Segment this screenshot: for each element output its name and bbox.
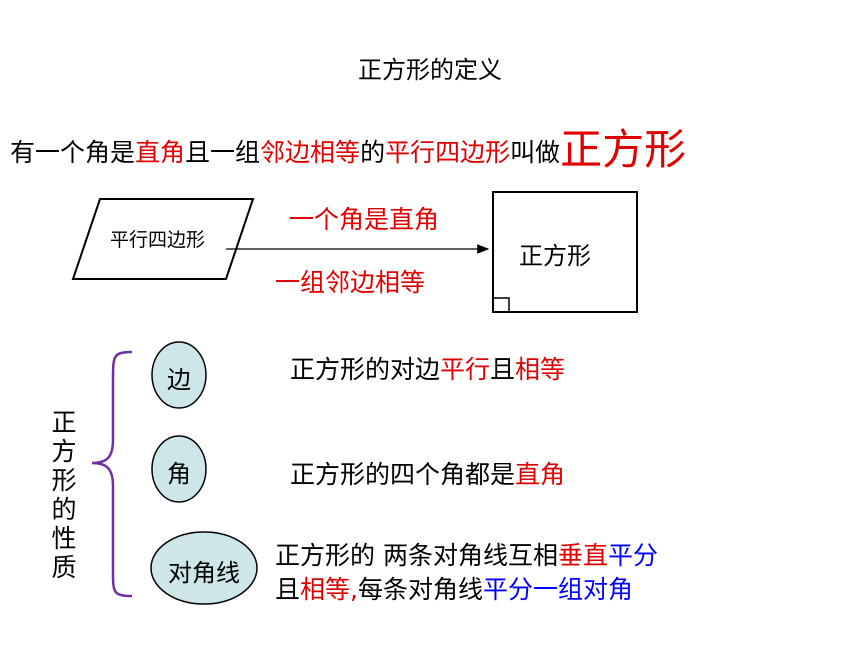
property-keyword: 相等,	[300, 575, 358, 604]
property-text: 正方形的 两条对角线互相	[275, 541, 558, 570]
property-sides: 正方形的对边平行且相等	[290, 350, 565, 386]
oval-angles	[151, 435, 207, 503]
definition-line: 有一个角是直角且一组邻边相等的平行四边形叫做正方形	[10, 116, 686, 177]
property-keyword: 直角	[515, 460, 566, 489]
vertical-char: 性	[51, 524, 77, 553]
square-label: 正方形	[519, 242, 591, 270]
property-keyword: 垂直	[557, 541, 608, 570]
property-text: 正方形的四个角都是	[290, 460, 516, 489]
definition-part: 有一个角是	[10, 138, 136, 167]
square-shape	[492, 191, 638, 313]
property-text: 每条对角线	[357, 575, 483, 604]
page-title: 正方形的定义	[358, 56, 502, 84]
property-keyword: 平行	[440, 355, 491, 384]
property-text: 且	[275, 575, 301, 604]
property-keyword: 相等	[515, 355, 566, 384]
condition-right-angle: 一个角是直角	[289, 205, 440, 234]
keyword-right-angle: 直角	[135, 138, 186, 167]
definition-part: 且一组	[185, 138, 261, 167]
right-angle-marker	[493, 297, 510, 312]
property-keyword: 平分一组对角	[482, 575, 633, 604]
category-angles: 角	[167, 460, 191, 488]
vertical-char: 方	[51, 437, 77, 466]
brace	[91, 350, 133, 598]
keyword-parallelogram: 平行四边形	[385, 138, 511, 167]
oval-diagonals	[150, 531, 258, 605]
category-sides: 边	[167, 366, 191, 394]
condition-adjacent-sides: 一组邻边相等	[275, 268, 426, 297]
keyword-square: 正方形	[560, 125, 687, 174]
definition-part: 叫做	[510, 138, 561, 167]
properties-vertical-title: 正 方 形 的 性 质	[48, 408, 80, 582]
vertical-char: 的	[51, 495, 77, 524]
keyword-adjacent-sides-equal: 邻边相等	[260, 138, 361, 167]
property-text: 且	[490, 355, 516, 384]
vertical-char: 正	[51, 408, 77, 437]
property-diagonals-line2: 且相等,每条对角线平分一组对角	[275, 570, 633, 606]
vertical-char: 形	[51, 466, 77, 495]
oval-sides	[151, 341, 207, 409]
vertical-char: 质	[51, 553, 77, 582]
parallelogram-label: 平行四边形	[110, 229, 206, 251]
property-angles: 正方形的四个角都是直角	[290, 455, 565, 491]
property-diagonals-line1: 正方形的 两条对角线互相垂直平分	[275, 536, 658, 572]
property-text: 正方形的对边	[290, 355, 441, 384]
property-keyword: 平分	[607, 541, 658, 570]
category-diagonals: 对角线	[168, 559, 240, 587]
parallelogram-shape	[71, 198, 255, 280]
definition-part: 的	[360, 138, 386, 167]
